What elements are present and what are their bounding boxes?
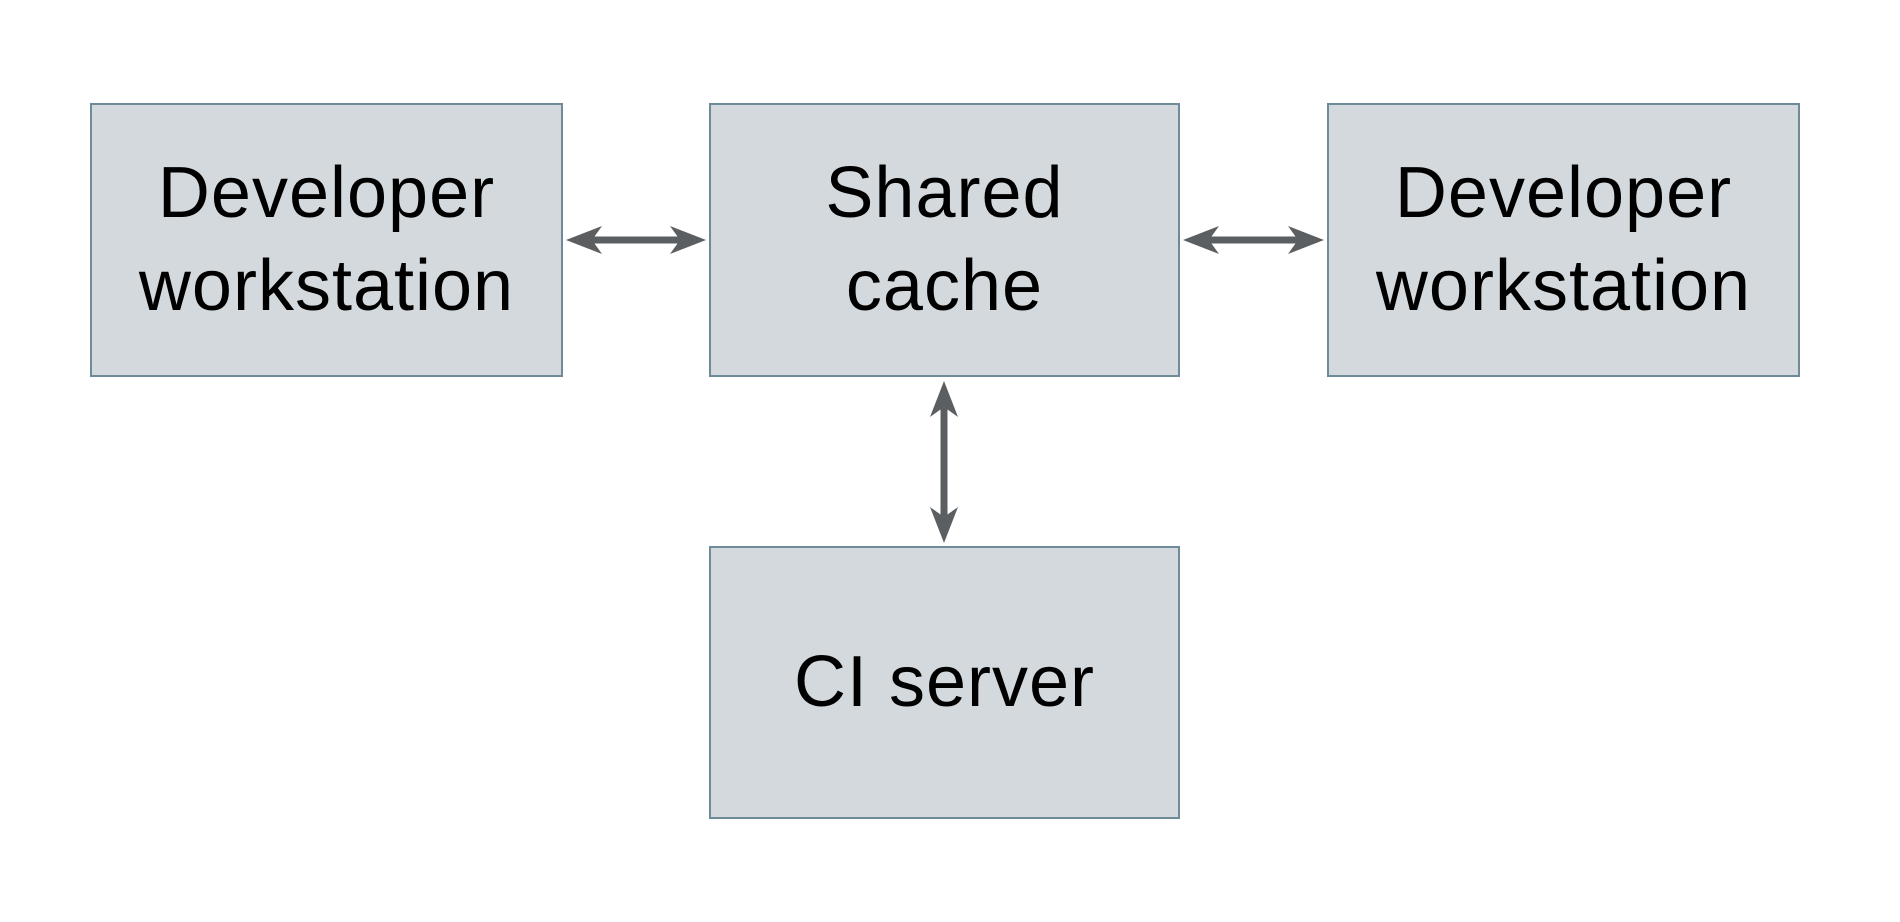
node-label-line: Developer — [157, 153, 496, 233]
node-label-line: workstation — [1375, 246, 1752, 326]
arrow-left-workstation-shared-cache — [566, 226, 706, 254]
node-shared-cache: Shared cache — [709, 103, 1180, 377]
node-label-line: cache — [845, 246, 1044, 326]
node-label-line: Developer — [1394, 153, 1733, 233]
node-developer-workstation-left: Developer workstation — [90, 103, 563, 377]
node-label-line: workstation — [138, 246, 515, 326]
node-label-line: Shared — [825, 153, 1064, 233]
node-label-line: CI server — [793, 642, 1096, 722]
node-developer-workstation-right: Developer workstation — [1327, 103, 1800, 377]
arrow-shared-cache-right-workstation — [1183, 226, 1324, 254]
node-ci-server: CI server — [709, 546, 1180, 819]
arrow-shared-cache-ci-server — [930, 381, 958, 543]
